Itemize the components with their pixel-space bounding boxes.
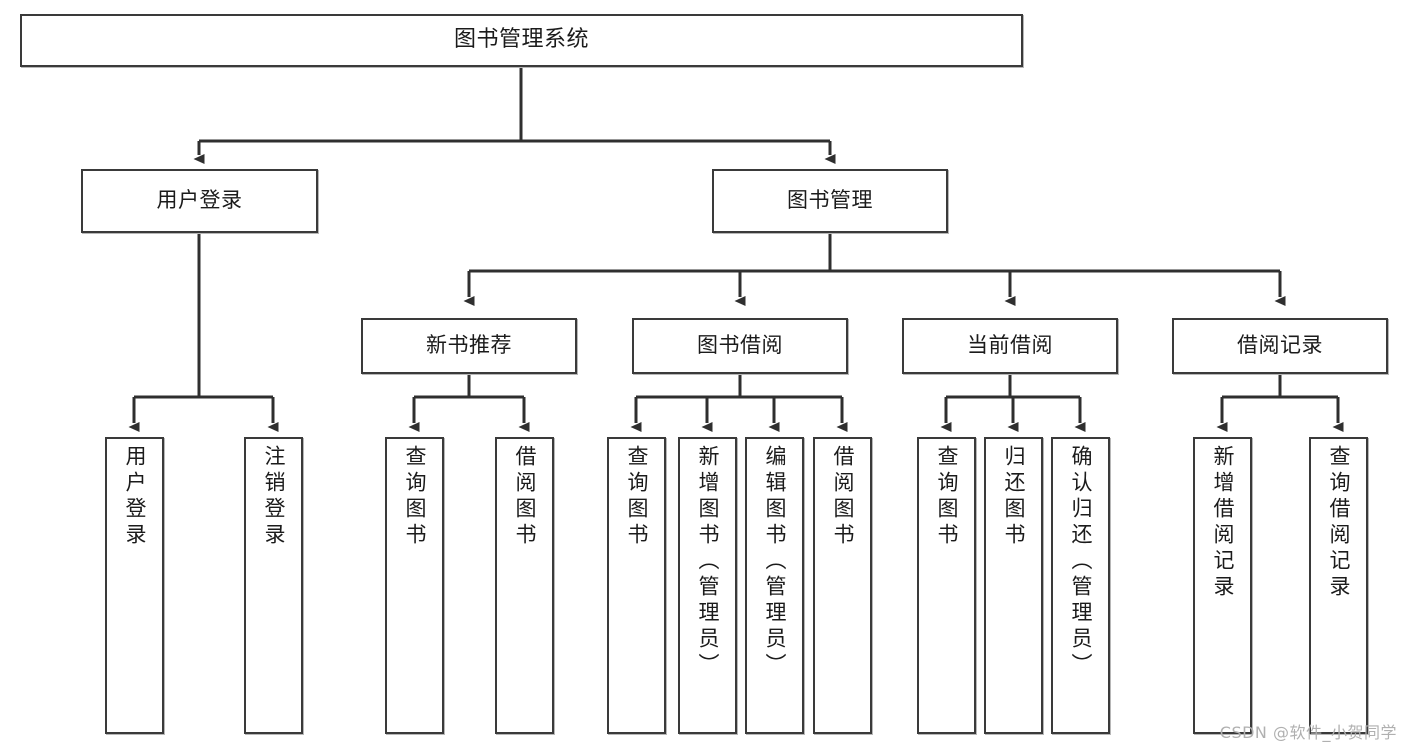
node-leaf-borrow-book-1[interactable]: 借阅图书 [495, 437, 554, 734]
node-label: 查询图书 [625, 445, 649, 549]
node-leaf-borrow-book-2[interactable]: 借阅图书 [813, 437, 872, 734]
node-label: 用户登录 [123, 445, 147, 549]
node-label: 新书推荐 [426, 333, 512, 358]
node-leaf-confirm-return[interactable]: 确认归还（管理员） [1051, 437, 1110, 734]
node-label: 注销登录 [262, 445, 286, 549]
node-label: 借阅图书 [831, 445, 855, 549]
node-label: 编辑图书（管理员） [763, 445, 787, 679]
node-book-borrow[interactable]: 图书借阅 [632, 318, 848, 374]
node-borrow-record[interactable]: 借阅记录 [1172, 318, 1388, 374]
node-leaf-edit-book[interactable]: 编辑图书（管理员） [745, 437, 804, 734]
node-label: 新增图书（管理员） [696, 445, 720, 679]
node-label: 查询图书 [403, 445, 427, 549]
node-label: 新增借阅记录 [1211, 445, 1235, 601]
node-label: 当前借阅 [967, 333, 1053, 358]
node-new-book-recommend[interactable]: 新书推荐 [361, 318, 577, 374]
node-leaf-query-book-3[interactable]: 查询图书 [917, 437, 976, 734]
node-leaf-query-book-1[interactable]: 查询图书 [385, 437, 444, 734]
node-leaf-add-book[interactable]: 新增图书（管理员） [678, 437, 737, 734]
node-label: 图书管理 [787, 188, 873, 213]
node-leaf-query-record[interactable]: 查询借阅记录 [1309, 437, 1368, 734]
node-label: 查询借阅记录 [1327, 445, 1351, 601]
node-label: 归还图书 [1002, 445, 1026, 549]
node-leaf-add-record[interactable]: 新增借阅记录 [1193, 437, 1252, 734]
csdn-watermark: CSDN @软件_小贺同学 [1219, 723, 1397, 742]
node-current-borrow[interactable]: 当前借阅 [902, 318, 1118, 374]
node-label: 图书管理系统 [453, 27, 589, 53]
node-leaf-query-book-2[interactable]: 查询图书 [607, 437, 666, 734]
node-label: 借阅图书 [513, 445, 537, 549]
node-leaf-logout[interactable]: 注销登录 [244, 437, 303, 734]
node-label: 借阅记录 [1237, 333, 1323, 358]
node-user-login[interactable]: 用户登录 [81, 169, 318, 233]
node-leaf-user-login[interactable]: 用户登录 [105, 437, 164, 734]
node-leaf-return-book[interactable]: 归还图书 [984, 437, 1043, 734]
node-root-system[interactable]: 图书管理系统 [20, 14, 1023, 67]
node-book-manage[interactable]: 图书管理 [712, 169, 948, 233]
node-label: 查询图书 [935, 445, 959, 549]
node-label: 图书借阅 [697, 333, 783, 358]
node-label: 用户登录 [156, 188, 243, 213]
node-label: 确认归还（管理员） [1069, 445, 1093, 679]
